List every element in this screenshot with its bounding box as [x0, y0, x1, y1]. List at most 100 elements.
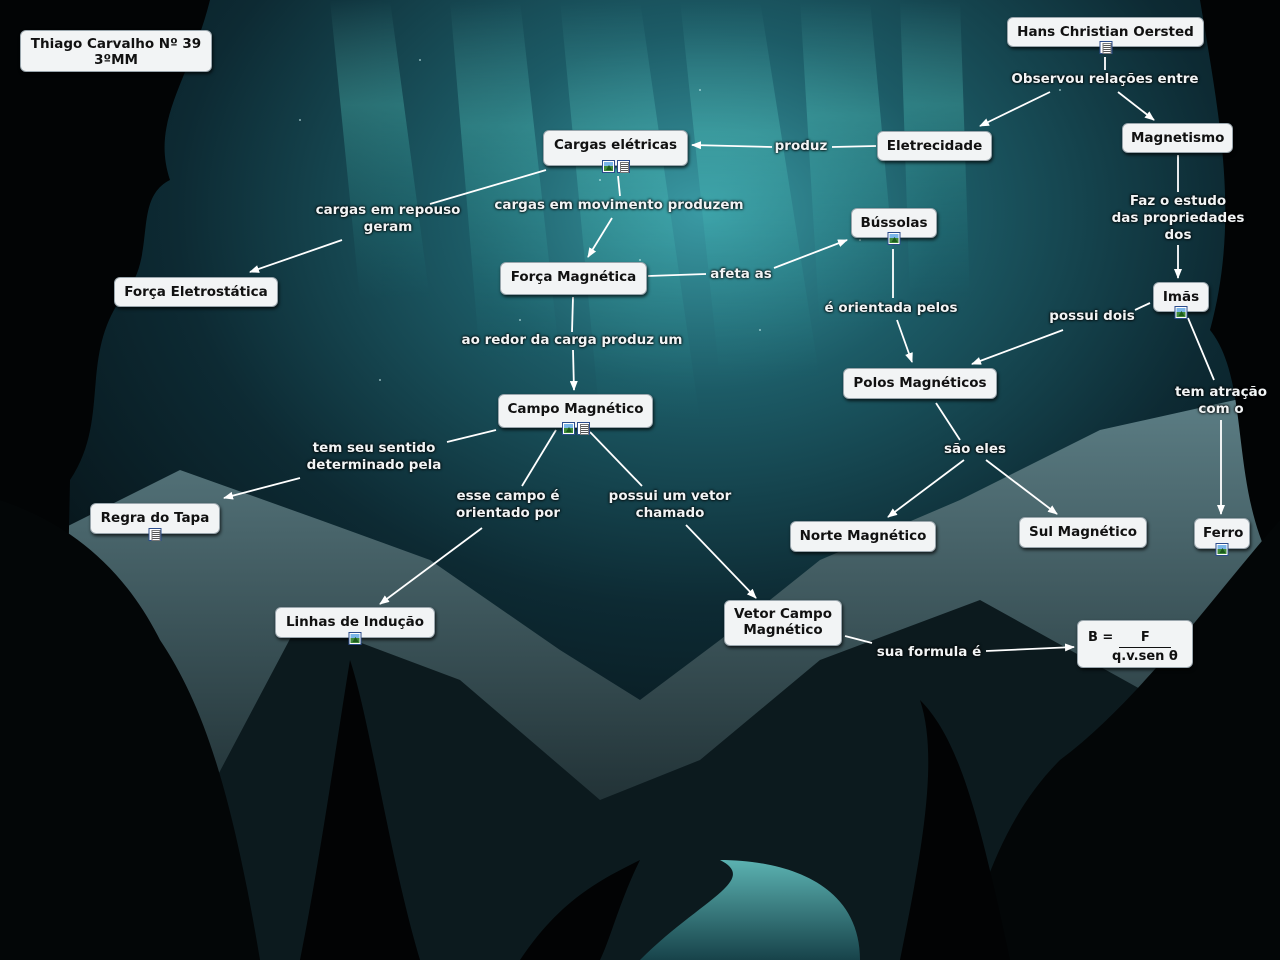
link-label-sao-eles: são eles — [943, 441, 1007, 457]
faz-estudo-line3: dos — [1164, 227, 1192, 243]
repouso-line1: cargas em repouso — [315, 202, 461, 218]
node-oersted[interactable]: Hans Christian Oersted — [1007, 17, 1204, 54]
link-possui-polos — [971, 329, 1064, 365]
link-observou-eletricidade — [979, 91, 1051, 127]
link-label-formula: sua formula é — [876, 644, 982, 660]
author-class: 3ºMM — [94, 52, 138, 68]
link-label-atracao: tem atração com o — [1175, 384, 1267, 418]
link-cargas-repouso — [429, 169, 547, 205]
node-campo-label: Campo Magnético — [507, 401, 644, 417]
link-label-ao-redor: ao redor da carga produz um — [461, 332, 683, 348]
link-label-produz: produz — [774, 138, 828, 154]
link-label-sentido: tem seu sentido determinado pela — [307, 440, 442, 474]
node-forca-eletrostatica[interactable]: Força Eletrostática — [114, 277, 278, 307]
node-imas-label: Imãs — [1162, 289, 1200, 305]
node-cargas-label: Cargas elétricas — [553, 137, 677, 153]
link-label-faz-estudo: Faz o estudo das propriedades dos — [1112, 193, 1245, 244]
link-aoredor-campo — [569, 349, 578, 391]
node-forca-magnetica[interactable]: Força Magnética — [500, 262, 647, 295]
link-label-observou: Observou relações entre — [1011, 71, 1199, 87]
link-label-orientada-pelos: é orientada pelos — [824, 300, 958, 316]
node-magnetismo[interactable]: Magnetismo — [1122, 123, 1233, 153]
formula-denominator: q.v.sen θ — [1112, 649, 1178, 664]
image-icon[interactable] — [348, 632, 362, 645]
node-sul-label: Sul Magnético — [1029, 524, 1137, 540]
link-label-repouso: cargas em repouso geram — [316, 202, 461, 236]
node-eletricidade[interactable]: Eletrecidade — [877, 131, 992, 161]
link-polos-saoeles — [935, 402, 961, 441]
note-icon[interactable] — [576, 422, 590, 435]
image-icon[interactable] — [601, 160, 615, 173]
sentido-line1: tem seu sentido — [312, 440, 436, 456]
link-cargas-movimento — [617, 175, 621, 197]
node-vetor-campo[interactable]: Vetor Campo Magnético — [724, 600, 842, 646]
faz-estudo-line2: das propriedades — [1111, 210, 1245, 226]
link-sua-formula — [985, 643, 1075, 652]
node-norte-label: Norte Magnético — [799, 528, 927, 544]
orientado-line1: esse campo é — [456, 488, 560, 504]
image-icon[interactable] — [1215, 543, 1229, 556]
node-bussolas[interactable]: Bússolas — [851, 208, 937, 245]
link-label-possui-dois: possui dois — [1049, 308, 1135, 324]
link-label-movimento: cargas em movimento produzem — [494, 197, 744, 213]
link-label-orientado: esse campo é orientado por — [456, 488, 560, 522]
note-icon[interactable] — [616, 160, 630, 173]
link-movimento-forca — [587, 217, 613, 258]
node-linhas-de-inducao[interactable]: Linhas de Indução — [275, 607, 435, 645]
link-campo-sentido — [446, 429, 497, 443]
image-icon[interactable] — [887, 232, 901, 245]
node-campo-magnetico[interactable]: Campo Magnético — [498, 394, 653, 435]
node-ferro-label: Ferro — [1203, 525, 1244, 541]
link-vetor-sua — [844, 635, 873, 644]
note-icon[interactable] — [148, 528, 162, 541]
node-sul-magnetico[interactable]: Sul Magnético — [1019, 517, 1147, 548]
node-cargas-eletricas[interactable]: Cargas elétricas — [543, 130, 688, 173]
atracao-line1: tem atração — [1174, 384, 1268, 400]
node-vetor-label-1: Vetor Campo — [734, 606, 832, 622]
link-label-vetor: possui um vetor chamado — [609, 488, 732, 522]
link-orientado-linhas — [379, 527, 483, 605]
node-formula[interactable]: B = F q.v.sen θ — [1077, 620, 1193, 668]
node-forca-eletro-label: Força Eletrostática — [124, 284, 268, 300]
author-box[interactable]: Thiago Carvalho Nº 39 3ºMM — [20, 30, 212, 72]
atracao-line2: com o — [1198, 401, 1244, 417]
node-regra-label: Regra do Tapa — [100, 510, 210, 526]
node-imas[interactable]: Imãs — [1153, 282, 1209, 319]
orientado-line2: orientado por — [455, 505, 561, 521]
node-linhas-label: Linhas de Indução — [285, 614, 425, 630]
node-magnetismo-label: Magnetismo — [1131, 130, 1225, 146]
node-vetor-label-2: Magnético — [743, 622, 823, 638]
link-imas-atracao — [1187, 317, 1215, 381]
link-orientada-polos — [896, 319, 913, 363]
formula-numerator: F — [1119, 629, 1172, 648]
formula-lhs: B = — [1088, 630, 1114, 645]
link-produz-cargas — [691, 141, 773, 150]
note-icon[interactable] — [1099, 41, 1112, 54]
node-forca-mag-label: Força Magnética — [510, 269, 637, 285]
repouso-line2: geram — [363, 219, 413, 235]
node-regra-do-tapa[interactable]: Regra do Tapa — [90, 503, 220, 541]
node-ferro[interactable]: Ferro — [1194, 518, 1250, 556]
link-vetor-vetorcampo — [685, 524, 757, 599]
link-eletricidade-produz — [831, 145, 877, 148]
link-repouso-eletro — [249, 239, 343, 273]
link-forca-aoredor — [571, 296, 574, 333]
node-polos-magneticos[interactable]: Polos Magnéticos — [843, 368, 997, 399]
node-bussolas-label: Bússolas — [860, 215, 928, 231]
link-saoeles-norte — [887, 459, 965, 518]
node-polos-label: Polos Magnéticos — [853, 375, 987, 391]
image-icon[interactable] — [561, 422, 575, 435]
link-sentido-regra — [223, 477, 301, 500]
image-icon[interactable] — [1174, 306, 1188, 319]
vetor-link-line1: possui um vetor — [608, 488, 732, 504]
link-forca-afeta — [647, 273, 707, 277]
link-label-afeta: afeta as — [710, 266, 772, 282]
link-campo-orientado — [521, 429, 557, 487]
node-norte-magnetico[interactable]: Norte Magnético — [790, 521, 936, 552]
node-eletricidade-label: Eletrecidade — [886, 138, 983, 154]
node-oersted-label: Hans Christian Oersted — [1017, 24, 1194, 40]
link-campo-vetor — [589, 431, 643, 487]
author-name: Thiago Carvalho Nº 39 — [30, 36, 202, 52]
link-observou-magnetismo — [1117, 91, 1155, 121]
